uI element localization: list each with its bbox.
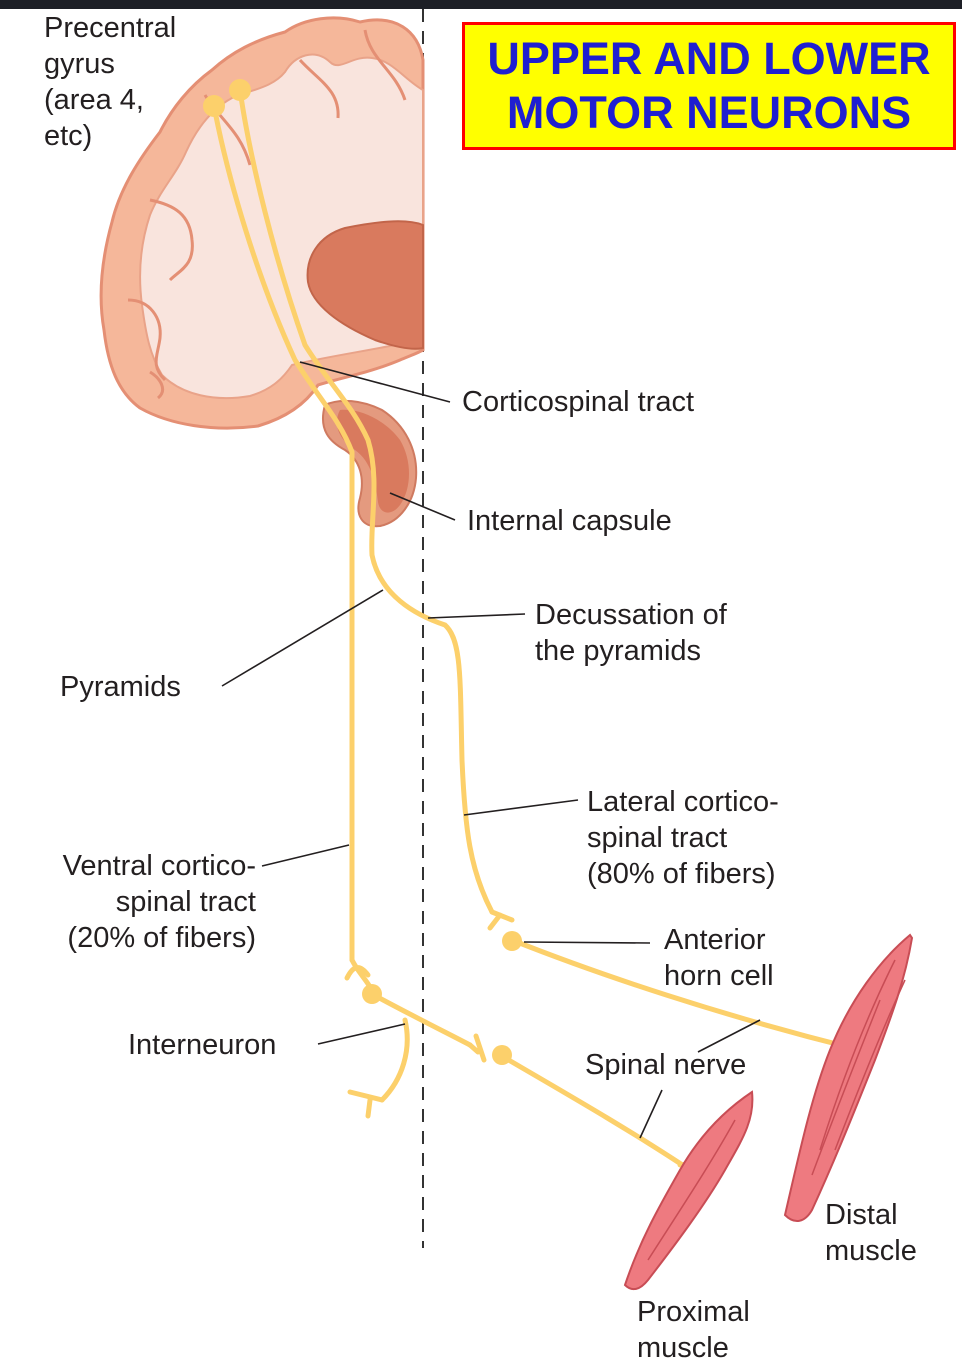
distal-muscle-shape [785, 935, 912, 1221]
lateral-terminal [490, 912, 512, 928]
title-line-1: UPPER AND LOWER [487, 32, 930, 86]
interneuron-terminal-2 [350, 1092, 382, 1116]
label-distal-muscle: Distal muscle [825, 1197, 917, 1269]
lateral-upper-cell-body [229, 79, 251, 101]
label-internal-capsule: Internal capsule [467, 503, 672, 539]
leader-interneuron [318, 1024, 405, 1044]
label-spinal-nerve: Spinal nerve [585, 1047, 746, 1083]
label-corticospinal-tract: Corticospinal tract [462, 384, 694, 420]
label-ventral-corticospinal-tract: Ventral cortico- spinal tract (20% of fi… [12, 848, 256, 956]
leader-ventral [262, 845, 349, 866]
interneuron-axon [372, 994, 470, 1100]
label-pyramids: Pyramids [60, 669, 181, 705]
label-decussation: Decussation of the pyramids [535, 597, 727, 669]
label-interneuron: Interneuron [128, 1027, 276, 1063]
interneuron-terminal-1 [470, 1036, 484, 1060]
ventral-upper-cell-body [203, 95, 225, 117]
label-lateral-corticospinal-tract: Lateral cortico- spinal tract (80% of fi… [587, 784, 779, 892]
label-proximal-muscle: Proximal muscle [637, 1294, 750, 1366]
proximal-motor-cell-body [492, 1045, 512, 1065]
anterior-horn-cell-body [502, 931, 522, 951]
label-anterior-horn-cell: Anterior horn cell [664, 922, 774, 994]
proximal-muscle-shape [625, 1092, 752, 1289]
leader-lateral [464, 800, 578, 815]
leader-anterior-horn [524, 942, 650, 943]
title-line-2: MOTOR NEURONS [507, 86, 911, 140]
leader-decussation [428, 614, 525, 618]
leader-spinal-nerve-2 [640, 1090, 662, 1138]
interneuron-cell-body [362, 984, 382, 1004]
leader-pyramids [222, 590, 383, 686]
leader-lines [222, 362, 760, 1138]
title-box: UPPER AND LOWER MOTOR NEURONS [462, 22, 956, 150]
label-precentral-gyrus: Precentral gyrus (area 4, etc) [44, 10, 176, 154]
